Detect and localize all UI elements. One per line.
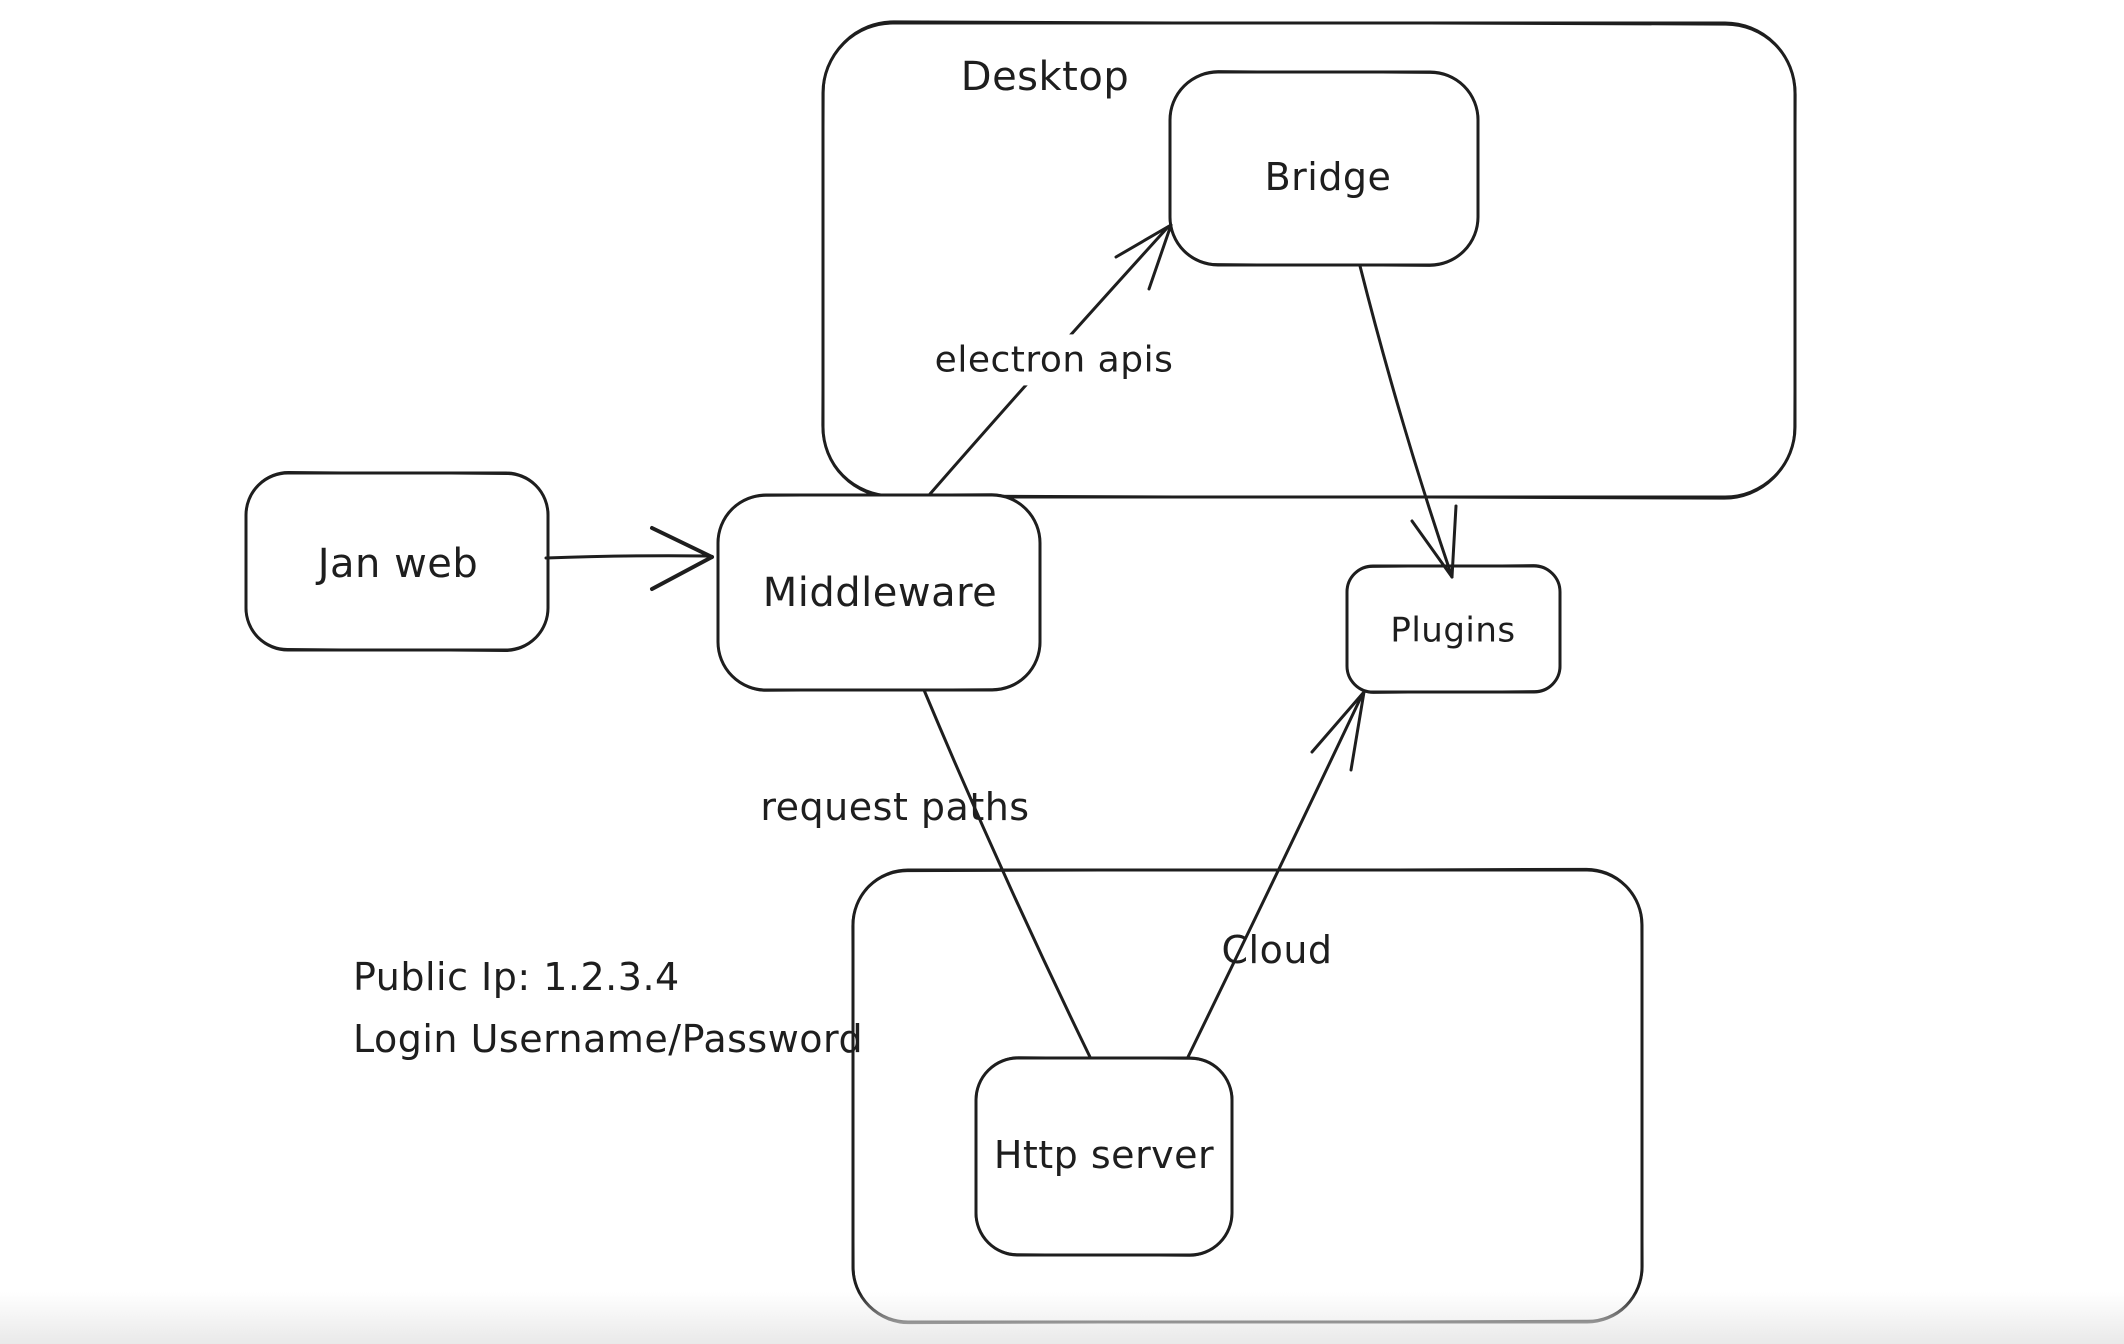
line-middleware-to-httpserver[interactable] (922, 688, 1092, 1059)
node-bridge[interactable] (1168, 70, 1480, 267)
desktop-container-label: Desktop (960, 54, 1130, 100)
bridge-label: Bridge (1264, 155, 1392, 200)
arrow-bridge-to-plugins[interactable] (1358, 264, 1458, 579)
jan-web-label: Jan web (317, 541, 479, 587)
arrow-httpserver-to-plugins[interactable] (1186, 690, 1366, 1059)
request-paths-edge-label[interactable]: request paths (760, 785, 1030, 830)
electron-apis-edge-label[interactable]: electron apis (924, 334, 1184, 386)
credentials-note[interactable]: Public Ip: 1.2.3.4 Login Username/Passwo… (353, 946, 863, 1070)
http-server-label: Http server (993, 1133, 1215, 1178)
middleware-label: Middleware (762, 570, 998, 616)
plugins-label: Plugins (1390, 610, 1516, 651)
credentials-note-line1: Public Ip: 1.2.3.4 (353, 955, 680, 999)
credentials-note-line2: Login Username/Password (353, 1017, 864, 1061)
node-middleware[interactable] (716, 493, 1042, 692)
cloud-container-label: Cloud (1221, 928, 1333, 973)
arrow-janweb-to-middleware[interactable] (544, 526, 714, 591)
node-jan-web[interactable] (244, 471, 550, 652)
node-http-server[interactable] (974, 1056, 1234, 1257)
